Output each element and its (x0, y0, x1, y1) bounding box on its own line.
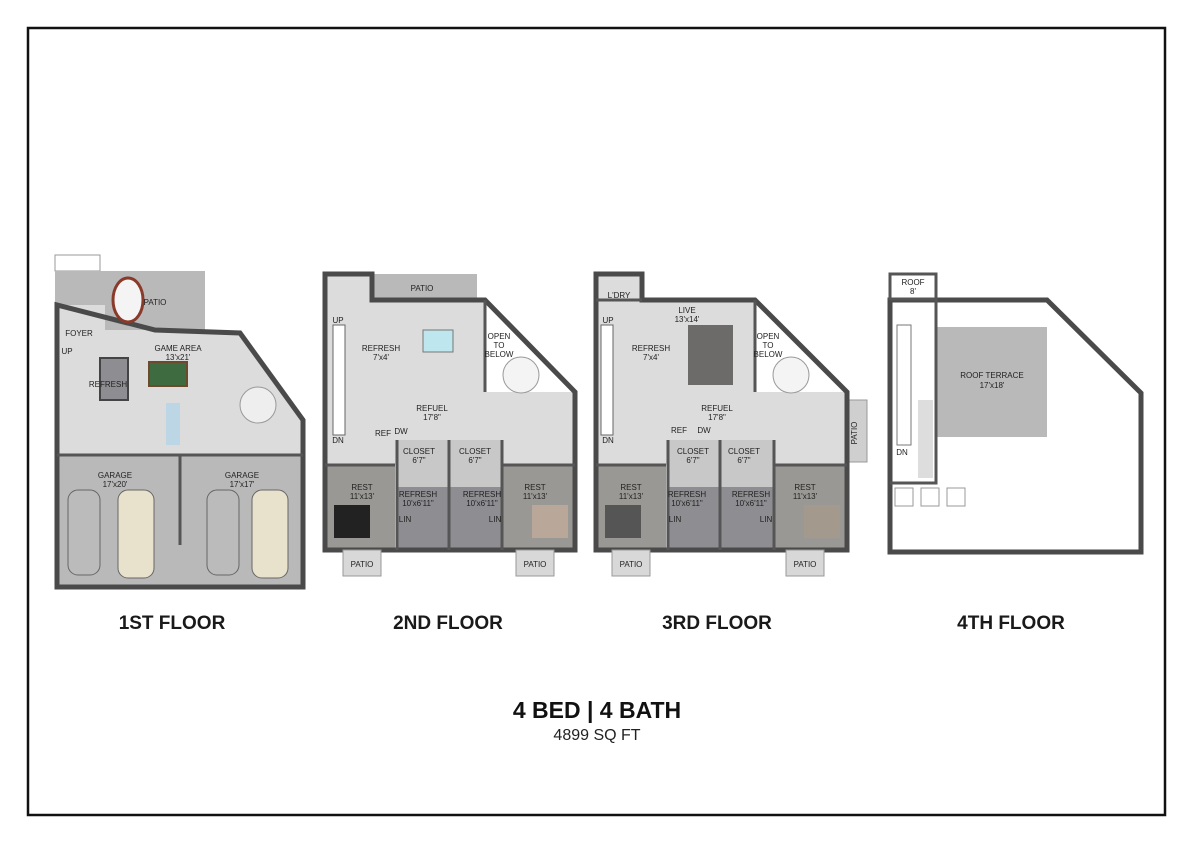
floor-title: 4TH FLOOR (957, 613, 1065, 634)
room-label: UP (602, 316, 613, 325)
room-label: REFRESH (89, 380, 127, 389)
room-label: REFRESH (632, 344, 670, 353)
room-label: REFRESH (463, 490, 501, 499)
room-label: REFRESH (399, 490, 437, 499)
room-size: 10'x6'11" (466, 499, 498, 508)
room-label: PATIO (144, 298, 167, 307)
room-label: REF (671, 426, 687, 435)
room-size: 7'x4' (373, 353, 389, 362)
room-size: 10'x6'11" (735, 499, 767, 508)
room-label: ROOF TERRACE (960, 371, 1023, 380)
room-size: 7'x4' (643, 353, 659, 362)
room-label: DN (896, 448, 908, 457)
floor-1-plan: PATIO FOYER UP GAME AREA 13'x21' REFRESH… (54, 254, 306, 590)
room-label: DW (697, 426, 711, 435)
room-size: 6'7" (412, 456, 425, 465)
room-size: 17'x17' (230, 480, 255, 489)
room-size: 17'8" (423, 413, 441, 422)
sheet-frame (26, 26, 1167, 817)
room-label: PATIO (620, 560, 643, 569)
room-label: REFRESH (668, 490, 706, 499)
floor-title: 1ST FLOOR (119, 613, 226, 634)
room-size: 11'x13' (619, 492, 644, 501)
room-size: 6'7" (468, 456, 481, 465)
room-label: LIN (669, 515, 682, 524)
room-size: 10'x6'11" (671, 499, 703, 508)
room-label: REST (524, 483, 545, 492)
floor-2-plan: PATIO UP DN REFRESH 7'x4' OPEN TO BELOW … (322, 271, 578, 577)
floor-title: 2ND FLOOR (393, 613, 503, 634)
room-label: GARAGE (98, 471, 132, 480)
room-label: REFRESH (362, 344, 400, 353)
room-size: 17'8" (708, 413, 726, 422)
room-size: 11'x13' (523, 492, 548, 501)
square-footage: 4899 SQ FT (553, 727, 640, 744)
floor-3-plan: L'DRY UP DN LIVE 13'x14' REFRESH 7'x4' O… (593, 271, 868, 577)
room-label: LIN (399, 515, 412, 524)
room-size: 6'7" (737, 456, 750, 465)
room-label: TO (494, 341, 505, 350)
room-size: 17'x20' (103, 480, 128, 489)
room-label: PATIO (794, 560, 817, 569)
room-label: LIVE (678, 306, 695, 315)
room-label: PATIO (411, 284, 434, 293)
room-size: 11'x13' (350, 492, 375, 501)
room-label: REFUEL (416, 404, 448, 413)
room-label: OPEN (488, 332, 511, 341)
room-label: REST (351, 483, 372, 492)
room-label: UP (61, 347, 72, 356)
room-label: PATIO (351, 560, 374, 569)
room-label: ROOF (901, 278, 924, 287)
room-label: DN (602, 436, 614, 445)
room-label: REFUEL (701, 404, 733, 413)
room-label: REFRESH (732, 490, 770, 499)
room-label: BELOW (485, 350, 514, 359)
room-label: REST (620, 483, 641, 492)
room-size: 10'x6'11" (402, 499, 434, 508)
room-label: CLOSET (728, 447, 760, 456)
room-label: DW (394, 427, 408, 436)
room-label: CLOSET (459, 447, 491, 456)
room-size: 13'x14' (675, 315, 700, 324)
room-size: 13'x21' (166, 353, 191, 362)
room-size: 11'x13' (793, 492, 818, 501)
room-label: REF (375, 429, 391, 438)
room-label: PATIO (524, 560, 547, 569)
room-label: OPEN (757, 332, 780, 341)
room-size: 8' (910, 287, 916, 296)
room-label: BELOW (754, 350, 783, 359)
bed-bath-summary: 4 BED | 4 BATH (513, 697, 681, 723)
room-label: PATIO (850, 422, 859, 445)
floor-title: 3RD FLOOR (662, 613, 772, 634)
room-label: UP (332, 316, 343, 325)
room-size: 17'x18' (980, 381, 1005, 390)
room-label: LIN (760, 515, 773, 524)
room-label: GARAGE (225, 471, 259, 480)
room-label: GAME AREA (154, 344, 202, 353)
room-size: 6'7" (686, 456, 699, 465)
floor-4-plan: ROOF 8' ROOF TERRACE 17'x18' DN (887, 272, 1144, 555)
room-label: DN (332, 436, 344, 445)
room-label: REST (794, 483, 815, 492)
room-label: LIN (489, 515, 502, 524)
room-label: L'DRY (608, 291, 631, 300)
room-label: CLOSET (403, 447, 435, 456)
room-label: FOYER (65, 329, 93, 338)
room-label: TO (763, 341, 774, 350)
room-label: CLOSET (677, 447, 709, 456)
